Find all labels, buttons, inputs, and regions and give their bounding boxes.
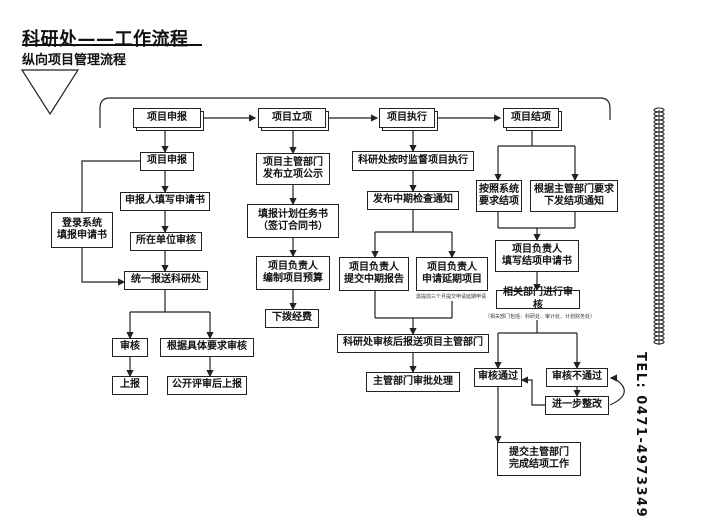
phase-establish: 项目立项	[258, 108, 326, 128]
page-subtitle: 纵向项目管理流程	[22, 53, 127, 68]
apply-public-review: 公开评审后上报	[167, 376, 247, 395]
apply-step-system-login: 登录系统 填报申请书	[51, 212, 113, 248]
execute-extension-note: 需提前三个月提交申请延期申请	[416, 294, 487, 300]
apply-step-declare: 项目申报	[140, 152, 194, 171]
execute-midterm-report: 项目负责人 提交中期报告	[339, 257, 409, 291]
conclude-application-form: 项目负责人 填写结项申请书	[495, 240, 579, 272]
apply-step-unit-review: 所在单位审核	[130, 232, 202, 251]
execute-authority-approval: 主管部门审批处理	[366, 372, 460, 392]
decorative-triangle	[20, 69, 80, 116]
flowchart-page: 科研处——工作流程 纵向项目管理流程	[20, 29, 665, 518]
establish-budget: 项目负责人 编制项目预算	[256, 256, 330, 290]
execute-midterm-notice: 发布中期检查通知	[367, 191, 459, 210]
conclude-notice: 根据主管部门要求 下发结项通知	[530, 180, 618, 212]
establish-announce: 项目主管部门 发布立项公示	[256, 153, 330, 185]
apply-report: 上报	[112, 376, 148, 395]
apply-step-fill-form: 申报人填写申请书	[120, 192, 210, 211]
phase-execute: 项目执行	[379, 108, 435, 128]
apply-review: 审核	[112, 338, 148, 357]
conclude-system-requirement: 按照系统 要求结项	[476, 180, 522, 212]
conclude-improve: 进一步整改	[545, 396, 609, 415]
execute-report-to-authority: 科研处审核后报送项目主管部门	[337, 334, 489, 353]
conclude-review-note: （相关部门包括：科研处、审计处、计划财务处）	[485, 314, 596, 320]
execute-extension-request: 项目负责人 申请延期项目	[416, 257, 488, 291]
connector-lines	[20, 69, 665, 444]
conclude-final-submit: 提交主管部门 完成结项工作	[497, 442, 581, 476]
establish-task-book: 填报计划任务书 （签订合同书）	[247, 204, 339, 238]
conclude-fail: 审核不通过	[546, 368, 608, 387]
phase-conclude: 项目结项	[503, 108, 559, 128]
phase-apply: 项目申报	[133, 108, 201, 128]
top-frame-line	[99, 97, 611, 128]
conclude-pass: 审核通过	[474, 368, 522, 387]
contact-phone: TEL: 0471-4973349	[633, 352, 648, 518]
establish-funding: 下拨经费	[265, 309, 319, 328]
title-underline	[22, 44, 202, 46]
apply-review-by-requirement: 根据具体要求审核	[160, 338, 254, 357]
coil-loop	[653, 339, 665, 345]
conclude-department-review: 相关部门进行审核	[496, 287, 580, 311]
execute-supervise: 科研处按时监督项目执行	[352, 151, 474, 171]
apply-step-submit: 统一报送科研处	[124, 271, 208, 290]
